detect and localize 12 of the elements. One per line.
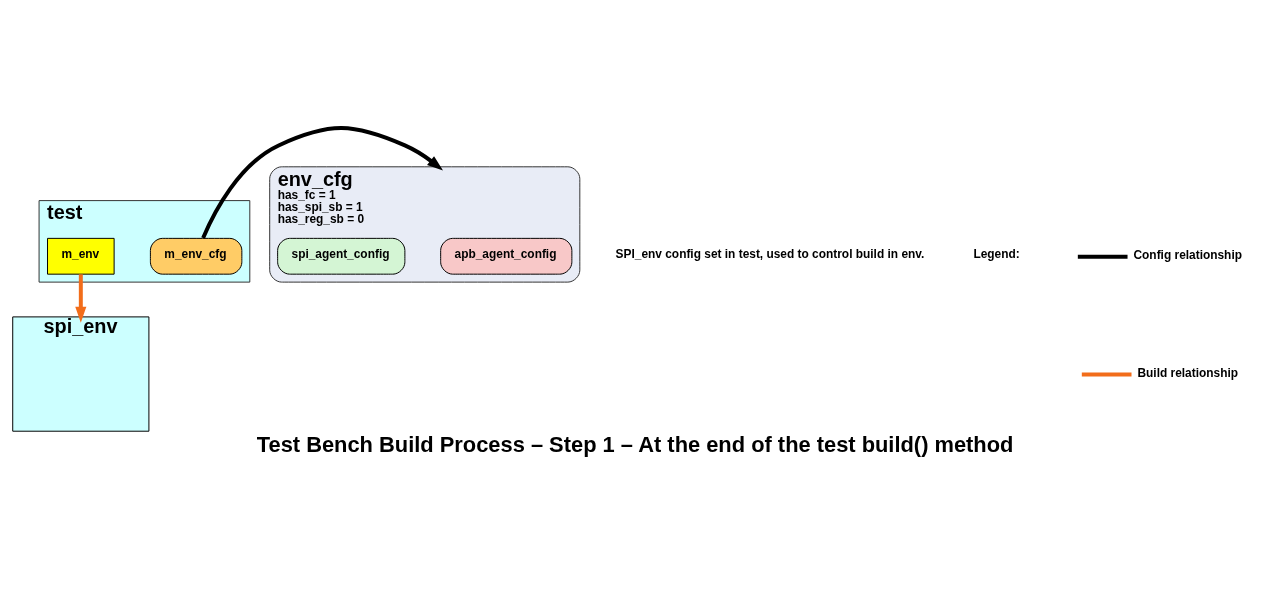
node-box: apb_agent_config bbox=[440, 237, 573, 275]
legend-label: Config relationship bbox=[1133, 247, 1242, 262]
node-box: m_env_cfg bbox=[149, 237, 243, 275]
label: Legend: bbox=[973, 246, 1020, 261]
arrow bbox=[201, 125, 443, 239]
label: SPI_env config set in test, used to control build in env. bbox=[615, 246, 925, 261]
legend-label: Build relationship bbox=[1137, 365, 1239, 380]
node-box: spi_env bbox=[12, 315, 150, 432]
arrow bbox=[75, 273, 87, 323]
node-box: m_env bbox=[47, 237, 115, 275]
caption: Test Bench Build Process – Step 1 – At the end of the test build() method bbox=[256, 431, 1014, 457]
node-box: spi_agent_config bbox=[277, 237, 406, 275]
